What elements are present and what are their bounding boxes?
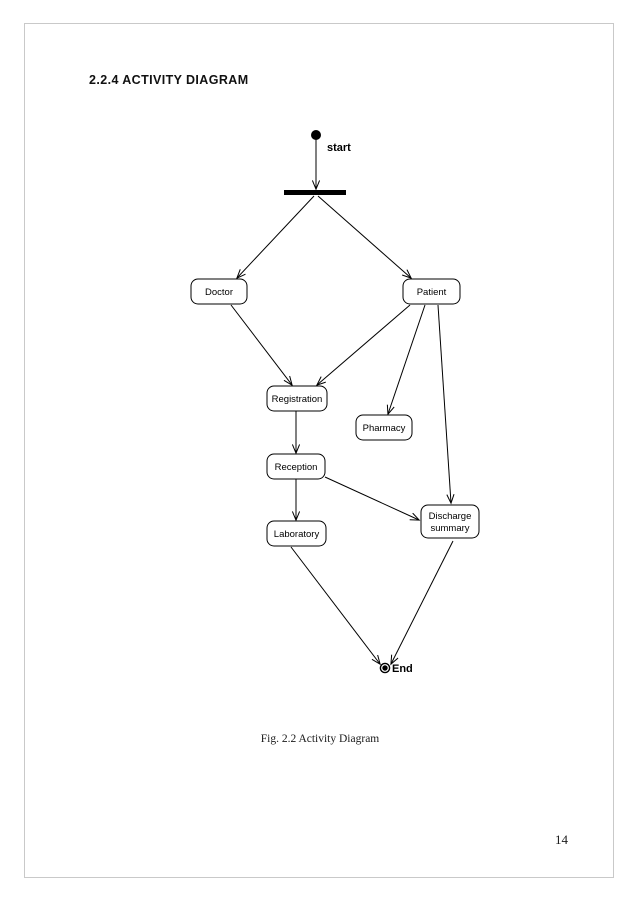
node-patient xyxy=(402,278,461,305)
node-discharge-summary xyxy=(420,504,480,539)
document-page: 2.2.4 ACTIVITY DIAGRAM xyxy=(24,23,614,878)
end-node xyxy=(382,665,388,671)
node-laboratory-label: Laboratory xyxy=(274,529,320,540)
node-doctor xyxy=(190,278,248,305)
end-node-label: End xyxy=(392,663,413,675)
node-patient-label: Patient xyxy=(417,287,447,298)
page-number: 14 xyxy=(555,832,568,847)
edge-reception-to-discharge xyxy=(324,476,419,520)
edge-patient-to-pharmacy xyxy=(388,304,426,414)
edge-laboratory-to-end xyxy=(290,546,380,664)
edge-fork-to-doctor xyxy=(237,195,315,278)
start-node-label: start xyxy=(327,142,351,154)
edge-doctor-to-registration xyxy=(230,304,292,385)
activity-diagram-svg: start Doctor Patient Registration Pharma… xyxy=(190,130,480,675)
end-node-ring xyxy=(379,662,391,674)
edge-patient-to-registration xyxy=(317,304,411,385)
fork-bar xyxy=(284,190,346,195)
node-pharmacy-label: Pharmacy xyxy=(363,423,406,434)
edge-patient-to-discharge xyxy=(437,304,451,503)
node-registration-label: Registration xyxy=(272,394,323,405)
node-registration xyxy=(266,385,328,412)
node-reception-label: Reception xyxy=(275,462,318,473)
activity-diagram: start Doctor Patient Registration Pharma… xyxy=(25,24,615,879)
node-reception xyxy=(266,453,326,480)
node-laboratory xyxy=(266,520,327,547)
section-heading: 2.2.4 ACTIVITY DIAGRAM xyxy=(89,73,249,87)
edge-fork-to-patient xyxy=(317,195,411,278)
edge-discharge-to-end xyxy=(391,540,454,664)
start-node xyxy=(311,130,321,140)
node-discharge-summary-label-line1: Discharge xyxy=(429,511,472,522)
figure-caption: Fig. 2.2 Activity Diagram xyxy=(260,733,380,745)
node-pharmacy xyxy=(355,414,413,441)
node-discharge-summary-label-line2: summary xyxy=(430,523,469,534)
node-doctor-label: Doctor xyxy=(205,287,233,298)
